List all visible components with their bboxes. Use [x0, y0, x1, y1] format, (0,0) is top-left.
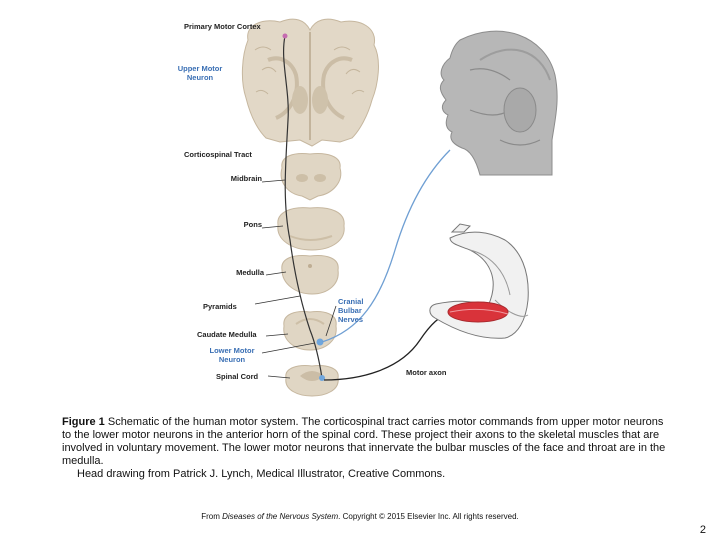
caption-text: Schematic of the human motor system. The…: [62, 416, 666, 467]
label-line: Neuron: [218, 355, 246, 364]
head-illustration: [439, 30, 558, 176]
cranial-nerve-line: [321, 149, 451, 343]
label-line: Lower Motor: [209, 346, 255, 355]
bulbar-lower-motor-neuron: [316, 338, 324, 346]
label-upper-motor-neuron: Upper Motor Neuron: [172, 64, 228, 82]
motor-system-diagram: [241, 18, 558, 397]
label-cranial-bulbar-nerves: Cranial Bulbar Nerves: [338, 297, 363, 324]
corticospinal-tract-line: [282, 35, 323, 379]
arm-illustration: [429, 223, 529, 339]
label-medulla: Medulla: [236, 268, 264, 277]
label-arrows: [254, 179, 337, 379]
source-suffix: . Copyright © 2015 Elsevier Inc. All rig…: [338, 512, 519, 521]
brain-section: [241, 18, 379, 147]
pons-section: [277, 207, 345, 251]
label-motor-axon: Motor axon: [406, 368, 447, 377]
spinal-cord-section: [285, 365, 339, 397]
label-line: Bulbar: [338, 306, 362, 315]
label-primary-motor-cortex: Primary Motor Cortex: [184, 22, 261, 31]
label-caudate-medulla: Caudate Medulla: [197, 330, 257, 339]
figure-label: Figure 1: [62, 416, 105, 428]
label-midbrain: Midbrain: [230, 174, 262, 183]
label-line: Nerves: [338, 315, 364, 324]
source-prefix: From: [201, 512, 223, 521]
medulla-section: [281, 255, 339, 295]
spinal-lower-motor-neuron: [319, 375, 325, 381]
label-pons: Pons: [243, 220, 262, 229]
page-number: 2: [699, 524, 706, 536]
label-line: Neuron: [186, 73, 214, 82]
upper-motor-neuron-soma: [282, 33, 288, 39]
figure-caption: Figure 1 Schematic of the human motor sy…: [62, 416, 672, 481]
label-spinal-cord: Spinal Cord: [216, 372, 259, 381]
label-pyramids: Pyramids: [203, 302, 237, 311]
label-lower-motor-neuron: Lower Motor Neuron: [200, 346, 264, 364]
label-corticospinal-tract: Corticospinal Tract: [184, 150, 252, 159]
label-line: Upper Motor: [177, 64, 223, 73]
caption-credit: Head drawing from Patrick J. Lynch, Medi…: [77, 468, 446, 480]
source-book-title: Diseases of the Nervous System: [222, 512, 339, 521]
source-line: From Diseases of the Nervous System. Cop…: [0, 512, 720, 521]
label-line: Cranial: [338, 297, 364, 306]
midbrain-section: [280, 153, 342, 201]
